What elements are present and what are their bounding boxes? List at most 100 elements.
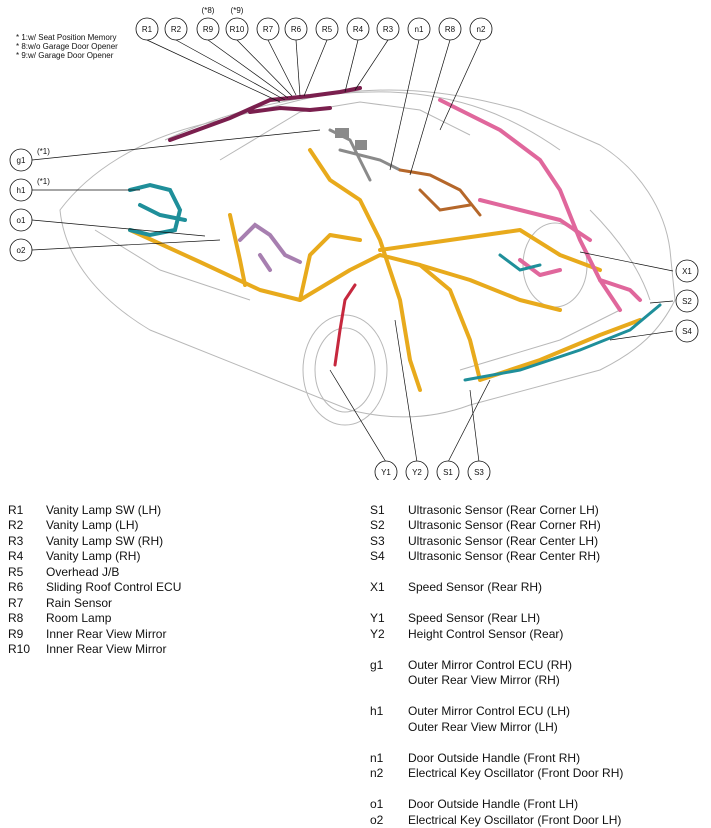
footnote-8: * 8:w/o Garage Door Opener: [16, 42, 118, 51]
callout-n1: n1: [407, 17, 431, 41]
legend-code: Y1: [370, 611, 385, 626]
callouts-left: g1(*1) h1(*1) o1 o2: [9, 147, 50, 262]
legend-label: Electrical Key Oscillator (Front Door LH…: [408, 812, 622, 827]
legend-code: R10: [8, 642, 31, 657]
legend-code: X1: [370, 580, 385, 595]
callout-y1: Y1: [374, 460, 398, 480]
legend-gap: [370, 564, 623, 580]
svg-text:g1: g1: [17, 156, 26, 165]
callouts-right: X1 S2 S4: [675, 259, 699, 343]
legend-code: S1: [370, 502, 385, 517]
callout-s4: S4: [675, 319, 699, 343]
callout-x1: X1: [675, 259, 699, 283]
svg-text:R4: R4: [353, 25, 364, 34]
legend-label: Sliding Roof Control ECU: [46, 580, 182, 595]
footnote-9: * 9:w/ Garage Door Opener: [16, 51, 114, 60]
legend-row: Y1 Speed Sensor (Rear LH): [370, 611, 623, 627]
legend-code: R2: [8, 518, 24, 533]
legend-label: Speed Sensor (Rear RH): [408, 580, 543, 595]
callout-r3: R3: [376, 17, 400, 41]
svg-text:R5: R5: [322, 25, 333, 34]
rear-bumper-harness: [463, 253, 662, 382]
leader-lines: [31, 39, 674, 463]
legend-code: R3: [8, 533, 24, 548]
svg-text:R3: R3: [383, 25, 394, 34]
svg-text:R1: R1: [142, 25, 153, 34]
rear-harness: [438, 98, 642, 312]
legend-code: S3: [370, 533, 385, 548]
front-door-harness-rh: [398, 168, 482, 217]
svg-text:n2: n2: [477, 25, 486, 34]
svg-text:R2: R2: [171, 25, 182, 34]
front-door-harness-lh: [128, 182, 187, 238]
svg-text:(*8): (*8): [202, 6, 215, 15]
legend-label: Door Outside Handle (Front LH): [408, 797, 579, 812]
legend-label: Vanity Lamp (RH): [46, 549, 141, 564]
legend-code: R1: [8, 502, 24, 517]
legend-label: Ultrasonic Sensor (Rear Corner LH): [408, 502, 599, 517]
callout-o1: o1: [9, 208, 33, 232]
rear-door-harness-lh: [238, 222, 302, 272]
legend-gap: [370, 642, 623, 658]
svg-text:(*9): (*9): [231, 6, 244, 15]
legend-row: X1 Speed Sensor (Rear RH): [370, 580, 623, 596]
svg-text:(*1): (*1): [37, 177, 50, 186]
legend-gap: [370, 735, 623, 751]
legend-row: R1 Vanity Lamp SW (LH): [8, 502, 181, 518]
callout-y2: Y2: [405, 460, 429, 480]
legend-code: R9: [8, 626, 24, 641]
legend-row: h1 Outer Mirror Control ECU (LH): [370, 704, 623, 720]
callout-r6: R6: [284, 17, 308, 41]
legend-label: Vanity Lamp SW (LH): [46, 502, 162, 517]
callout-o2: o2: [9, 238, 33, 262]
legend-label: Vanity Lamp SW (RH): [46, 533, 164, 548]
svg-text:S3: S3: [474, 468, 484, 477]
callouts-bottom: Y1 Y2 S1 S3: [374, 460, 491, 480]
svg-text:o1: o1: [17, 216, 26, 225]
legend-label: Outer Mirror Control ECU (RH): [408, 657, 573, 672]
legend-left: R1 Vanity Lamp SW (LH) R2 Vanity Lamp (LH)…: [8, 502, 181, 657]
legend-row: S4 Ultrasonic Sensor (Rear Center RH): [370, 549, 623, 565]
legend-label: Electrical Key Oscillator (Front Door RH…: [408, 766, 624, 781]
legend-label: Inner Rear View Mirror: [46, 642, 167, 657]
callout-g1: g1(*1): [9, 147, 50, 172]
legend-label: Height Control Sensor (Rear): [408, 626, 564, 641]
legend-row: S3 Ultrasonic Sensor (Rear Center LH): [370, 533, 623, 549]
legend-label: Speed Sensor (Rear LH): [408, 611, 541, 626]
svg-text:R10: R10: [230, 25, 245, 34]
legend-label: Ultrasonic Sensor (Rear Center RH): [408, 549, 601, 564]
legend-label: Vanity Lamp (LH): [46, 518, 139, 533]
legend-row: Outer Rear View Mirror (RH): [370, 673, 623, 689]
legend-code: R7: [8, 595, 24, 610]
legend-label: Ultrasonic Sensor (Rear Center LH): [408, 533, 599, 548]
legend-gap: [370, 688, 623, 704]
legend-code: g1: [370, 657, 384, 672]
svg-text:R8: R8: [445, 25, 456, 34]
callout-s3: S3: [467, 460, 491, 480]
legend-row: Outer Rear View Mirror (LH): [370, 719, 623, 735]
callout-r2: R2: [164, 17, 188, 41]
roof-center-connectors: [335, 128, 367, 150]
svg-text:R9: R9: [203, 25, 214, 34]
legend-label: Outer Rear View Mirror (LH): [408, 719, 558, 734]
legend-code: S4: [370, 549, 385, 564]
svg-text:X1: X1: [682, 267, 692, 276]
legend-code: n1: [370, 750, 384, 765]
legend-code: h1: [370, 704, 384, 719]
legend-code: n2: [370, 766, 384, 781]
callout-h1: h1(*1): [9, 177, 50, 202]
legend-label: Outer Mirror Control ECU (LH): [408, 704, 571, 719]
legend-code: R4: [8, 549, 24, 564]
callout-r4: R4: [346, 17, 370, 41]
callout-s1: S1: [436, 460, 460, 480]
car-body-outline: [59, 89, 676, 418]
